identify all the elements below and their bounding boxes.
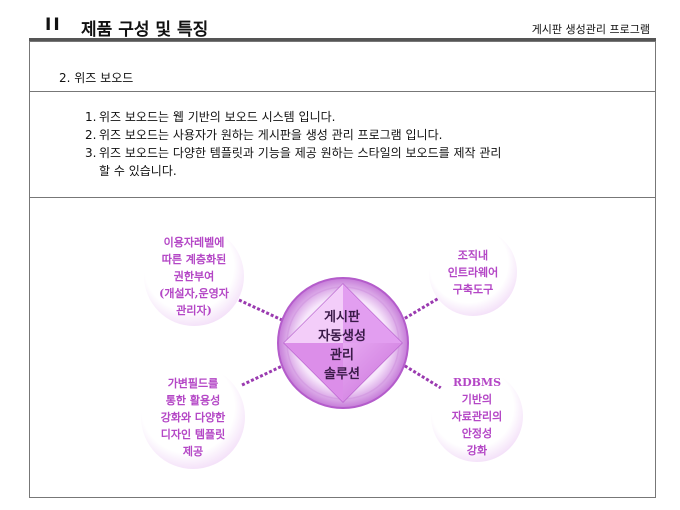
bubble-top-left-text: 이용자레벨에 따른 계층화된 권한부여 (개설자,운영자 관리자)	[159, 235, 229, 317]
content-frame	[29, 41, 656, 498]
feature-diagram: 이용자레벨에 따른 계층화된 권한부여 (개설자,운영자 관리자) 조직내 인트…	[29, 198, 656, 498]
bubble-top-left: 이용자레벨에 따른 계층화된 권한부여 (개설자,운영자 관리자)	[144, 226, 244, 326]
list-item-number: 3.	[85, 146, 97, 160]
document-page: II 제품 구성 및 특징 게시판 생성관리 프로그램 2. 위즈 보오드 1.…	[29, 13, 656, 498]
bubble-top-right-text: 조직내 인트라웨어 구축도구	[447, 248, 499, 296]
list-item: 3. 위즈 보오드는 다양한 템플릿과 기능을 제공 원하는 스타일의 보오드를…	[85, 144, 625, 180]
list-item: 2. 위즈 보오드는 사용자가 원하는 게시판을 생성 관리 프로그램 입니다.	[85, 126, 625, 144]
list-item-number: 1.	[85, 110, 97, 124]
list-item-number: 2.	[85, 128, 97, 142]
chapter-title: 제품 구성 및 특징	[81, 20, 209, 40]
center-diamond-shade-left	[284, 284, 343, 343]
list-item: 1. 위즈 보오드는 웹 기반의 보오드 시스템 입니다.	[85, 108, 625, 126]
center-diamond-shade-bottom-left	[284, 343, 343, 402]
section-heading-row: 2. 위즈 보오드	[29, 41, 656, 92]
bubble-bottom-left: 가변필드를 통한 활용성 강화와 다양한 디자인 템플릿 제공	[141, 365, 245, 469]
bubble-top-right: 조직내 인트라웨어 구축도구	[429, 228, 517, 316]
bubble-bottom-right-text: RDBMS 기반의 자료관리의 안정성 강화	[451, 375, 503, 457]
connector-top-right	[391, 296, 440, 328]
center-diamond-shade-bottom-right	[343, 343, 402, 402]
bubble-bottom-left-text: 가변필드를 통한 활용성 강화와 다양한 디자인 템플릿 제공	[160, 376, 226, 458]
list-item-text: 위즈 보오드는 사용자가 원하는 게시판을 생성 관리 프로그램 입니다.	[99, 128, 443, 142]
chapter-number: II	[45, 15, 62, 35]
bubble-bottom-right: RDBMS 기반의 자료관리의 안정성 강화	[431, 370, 523, 462]
center-diamond-shade-right	[343, 284, 402, 343]
diagram-graphics	[238, 277, 442, 409]
section-title: 2. 위즈 보오드	[59, 71, 134, 85]
center-label: 게시판 자동생성 관리 솔루션	[318, 310, 366, 382]
feature-list: 1. 위즈 보오드는 웹 기반의 보오드 시스템 입니다. 2. 위즈 보오드는…	[85, 108, 625, 180]
feature-list-section: 1. 위즈 보오드는 웹 기반의 보오드 시스템 입니다. 2. 위즈 보오드는…	[29, 92, 656, 198]
list-item-text: 위즈 보오드는 다양한 템플릿과 기능을 제공 원하는 스타일의 보오드를 제작…	[99, 146, 502, 178]
connector-bottom-right	[391, 356, 442, 390]
list-item-text: 위즈 보오드는 웹 기반의 보오드 시스템 입니다.	[99, 110, 336, 124]
page-header: II 제품 구성 및 특징 게시판 생성관리 프로그램	[29, 13, 656, 41]
header-subtitle: 게시판 생성관리 프로그램	[531, 23, 650, 36]
